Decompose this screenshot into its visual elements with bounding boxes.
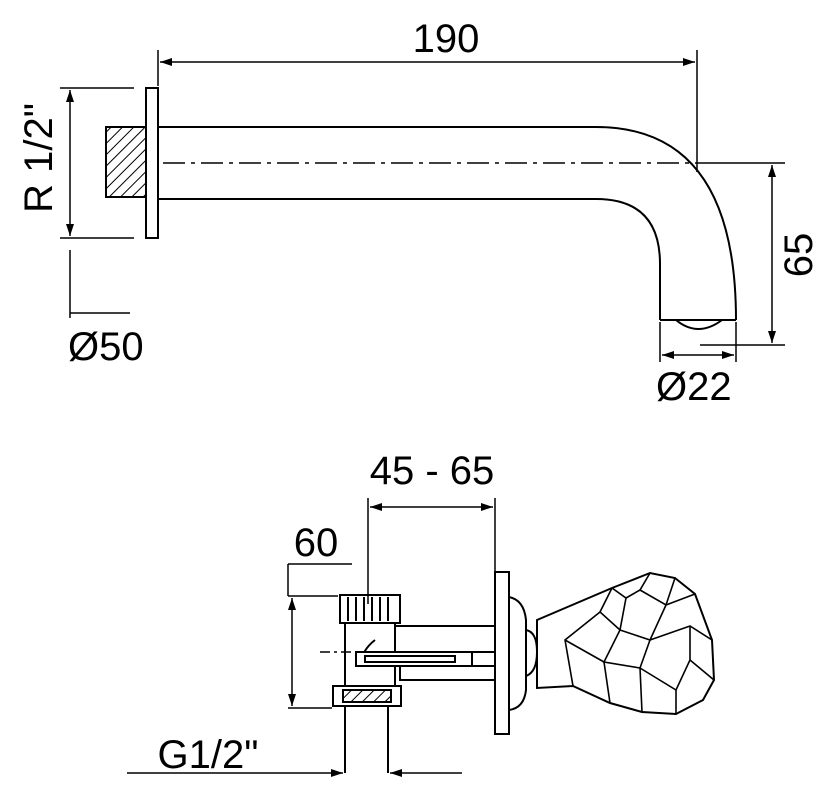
valve-stem-housing	[394, 625, 496, 653]
dim-thread-label: R 1/2"	[17, 103, 61, 213]
pipe-inner	[158, 198, 661, 320]
valve-view	[320, 571, 716, 773]
dim-range-label: 45 - 65	[370, 449, 495, 493]
wall-flange	[145, 87, 159, 239]
outlet-aerator	[675, 319, 723, 330]
dim-outlet-diameter-label: Ø22	[656, 365, 732, 409]
crystal-handle	[536, 571, 716, 716]
dim-65-label: 65	[777, 233, 821, 278]
wall-plate	[494, 571, 510, 735]
spout-view	[105, 87, 737, 330]
dim-190-label: 190	[413, 17, 480, 61]
thread-stub	[105, 126, 147, 198]
spout-dimensions	[60, 50, 785, 362]
dim-flange-diameter-label: Ø50	[68, 325, 144, 369]
dim-g-thread-label: G1/2"	[158, 733, 259, 777]
escutcheon	[508, 596, 527, 711]
valve-dimensions	[127, 498, 496, 777]
dim-60-label: 60	[294, 521, 339, 565]
